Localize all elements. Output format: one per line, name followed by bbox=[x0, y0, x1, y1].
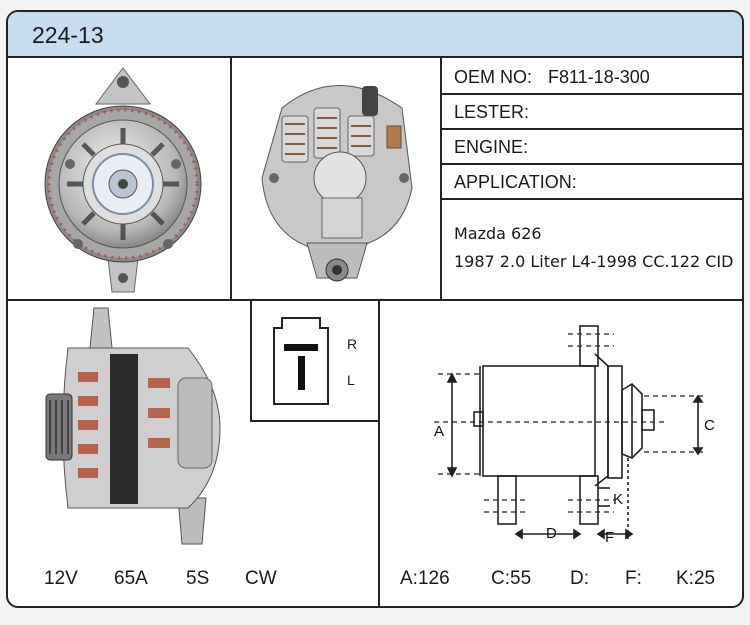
spec-amperage: 65A bbox=[114, 568, 148, 589]
dimension-diagram: A C D F K bbox=[434, 325, 715, 546]
engine-label: ENGINE: bbox=[454, 137, 529, 157]
dim-label-c: C bbox=[704, 417, 715, 434]
oem-value: F811-18-300 bbox=[548, 67, 650, 87]
dim-label-f: F bbox=[605, 529, 614, 546]
dim-label-d: D bbox=[546, 525, 557, 542]
connector-box bbox=[250, 301, 380, 422]
alternator-rear-image bbox=[261, 85, 413, 282]
dim-value-f: F: bbox=[625, 568, 642, 589]
divider-bottom bbox=[378, 301, 380, 606]
divider-top-right bbox=[440, 58, 442, 299]
divider-top-left bbox=[230, 58, 232, 299]
dim-label-k: K bbox=[613, 491, 623, 508]
application-line-2: 1987 2.0 Liter L4-1998 CC.122 CID bbox=[454, 252, 734, 271]
divider-row1 bbox=[440, 93, 742, 95]
connector-pin-l: L bbox=[347, 372, 355, 388]
dim-value-d: D: bbox=[570, 568, 589, 589]
divider-row3 bbox=[440, 163, 742, 165]
dim-value-c: C:55 bbox=[491, 568, 532, 589]
dim-value-k: K:25 bbox=[676, 568, 716, 589]
dim-value-a: A:126 bbox=[400, 568, 450, 589]
part-number: 224-13 bbox=[32, 22, 104, 48]
application-line-1: Mazda 626 bbox=[454, 224, 542, 243]
connector-pin-r: R bbox=[347, 336, 358, 352]
header-bar: 224-13 bbox=[8, 12, 742, 58]
divider-row2 bbox=[440, 128, 742, 130]
connector-diagram bbox=[273, 317, 329, 405]
oem-label: OEM NO: bbox=[454, 67, 533, 87]
divider-row4 bbox=[440, 198, 742, 200]
spec-sheet: 224-13 OEM NO: F811-18-300 LESTER: ENGIN… bbox=[6, 10, 744, 608]
alternator-front-image bbox=[44, 67, 202, 293]
application-label: APPLICATION: bbox=[454, 172, 577, 192]
dim-label-a: A bbox=[434, 423, 444, 440]
lester-label: LESTER: bbox=[454, 102, 530, 122]
spec-pulley: 5S bbox=[186, 568, 210, 589]
spec-voltage: 12V bbox=[44, 568, 78, 589]
spec-rotation: CW bbox=[245, 568, 277, 589]
divider-middle bbox=[8, 299, 742, 301]
alternator-side-image bbox=[45, 307, 221, 545]
